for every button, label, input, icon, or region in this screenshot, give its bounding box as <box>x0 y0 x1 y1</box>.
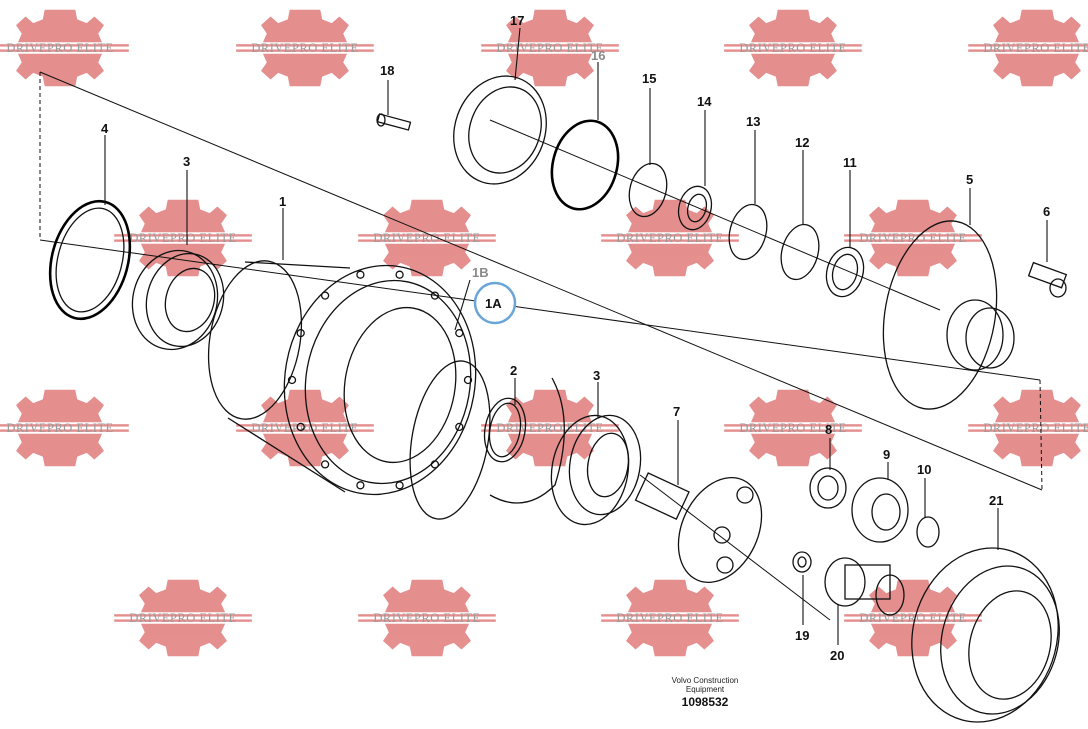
callout-3-center: 3 <box>593 368 600 383</box>
part-8-needle-bearing <box>809 467 847 509</box>
watermark-text: DRIVEPRO ELITE <box>859 611 966 625</box>
bolt-hole <box>395 270 404 279</box>
part-16-o-ring <box>550 119 620 211</box>
bolt-hole <box>455 328 464 338</box>
footer-line2: Equipment <box>686 685 725 694</box>
part-1-hub-housing <box>207 260 477 496</box>
part-15-snap-ring <box>628 162 668 218</box>
part-2-ring <box>483 397 527 463</box>
bolt-hole <box>356 481 365 490</box>
part-17-cover-plate <box>453 75 547 185</box>
callout-1: 1 <box>279 194 286 209</box>
watermark-text: DRIVEPRO ELITE <box>251 41 358 55</box>
watermark-text: DRIVEPRO ELITE <box>6 421 113 435</box>
bolt-hole <box>455 422 464 432</box>
watermark-text: DRIVEPRO ELITE <box>373 231 480 245</box>
callout-16: 16 <box>591 48 605 63</box>
part-21-ring-gear-cover <box>911 547 1060 723</box>
part-18-bolt <box>376 113 412 131</box>
watermark-text: DRIVEPRO ELITE <box>129 231 236 245</box>
highlight-ring-1a[interactable] <box>473 281 517 325</box>
bolt-hole <box>320 291 330 300</box>
callout-15: 15 <box>642 71 656 86</box>
part-3-bearing-center <box>550 414 642 526</box>
part-14-seal <box>677 185 713 231</box>
watermark-text: DRIVEPRO ELITE <box>983 421 1088 435</box>
bolt-hole <box>395 481 404 490</box>
callout-6: 6 <box>1043 204 1050 219</box>
callout-11: 11 <box>843 155 857 170</box>
callout-12: 12 <box>795 135 809 150</box>
footer-line1: Volvo Construction <box>672 676 739 685</box>
callout-9: 9 <box>883 447 890 462</box>
callout-4: 4 <box>101 121 109 136</box>
watermark-text: DRIVEPRO ELITE <box>373 611 480 625</box>
assembly-axis-lines <box>39 71 1043 621</box>
leader-lines <box>104 27 1048 645</box>
callout-14: 14 <box>697 94 712 109</box>
part-7-planet-carrier <box>634 472 763 584</box>
callout-1b: 1B <box>472 265 489 280</box>
callout-20: 20 <box>830 648 844 663</box>
watermark-text: DRIVEPRO ELITE <box>496 421 603 435</box>
bolt-hole <box>320 460 330 469</box>
watermark-text: DRIVEPRO ELITE <box>251 421 358 435</box>
part-9-planet-gear <box>851 477 909 543</box>
callout-labels: 4 3 1 1B 1A 2 3 7 8 9 10 21 19 20 17 16 … <box>101 13 1050 663</box>
watermark-text: DRIVEPRO ELITE <box>6 41 113 55</box>
part-19-washer <box>792 551 812 573</box>
watermark-text: DRIVEPRO ELITE <box>129 611 236 625</box>
callout-10: 10 <box>917 462 931 477</box>
bolt-hole <box>356 270 365 279</box>
callout-1a: 1A <box>485 296 502 311</box>
callout-18: 18 <box>380 63 394 78</box>
watermark-text: DRIVEPRO ELITE <box>616 231 723 245</box>
part-5-wheel-flange <box>882 220 1015 410</box>
callout-2: 2 <box>510 363 517 378</box>
watermark-layer: DRIVEPRO ELITE DRIVEPRO ELITE DRIVEPRO ELI… <box>0 9 1088 657</box>
footer-credit: Volvo Construction Equipment 1098532 <box>672 676 739 709</box>
part-6-stud <box>1027 261 1068 298</box>
part-20-sun-gear <box>824 557 905 616</box>
callout-21: 21 <box>989 493 1003 508</box>
part-13-lock-ring <box>728 203 768 261</box>
callout-19: 19 <box>795 628 809 643</box>
bolt-hole <box>296 328 305 338</box>
watermark-text: DRIVEPRO ELITE <box>616 611 723 625</box>
part-4-seal-ring <box>48 199 132 321</box>
watermark-text: DRIVEPRO ELITE <box>983 41 1088 55</box>
part-10-circlip <box>916 516 940 548</box>
part-12-lock-ring <box>780 223 820 281</box>
callout-5: 5 <box>966 172 973 187</box>
bolt-hole <box>287 375 297 385</box>
part-11-washer <box>825 246 865 298</box>
bolt-hole <box>430 460 440 469</box>
bolt-hole <box>296 422 305 432</box>
watermark-text: DRIVEPRO ELITE <box>496 41 603 55</box>
bolt-hole <box>430 291 440 300</box>
callout-13: 13 <box>746 114 760 129</box>
callout-8: 8 <box>825 422 832 437</box>
watermark-text: DRIVEPRO ELITE <box>739 41 846 55</box>
part-1a-ring-segment <box>489 377 565 504</box>
callout-3-left: 3 <box>183 154 190 169</box>
footer-number: 1098532 <box>682 695 729 709</box>
callout-7: 7 <box>673 404 680 419</box>
bolt-hole <box>463 375 473 385</box>
watermark-text: DRIVEPRO ELITE <box>859 231 966 245</box>
callout-17: 17 <box>510 13 524 28</box>
part-1b-snap-ring <box>409 360 491 520</box>
watermark-text: DRIVEPRO ELITE <box>739 421 846 435</box>
